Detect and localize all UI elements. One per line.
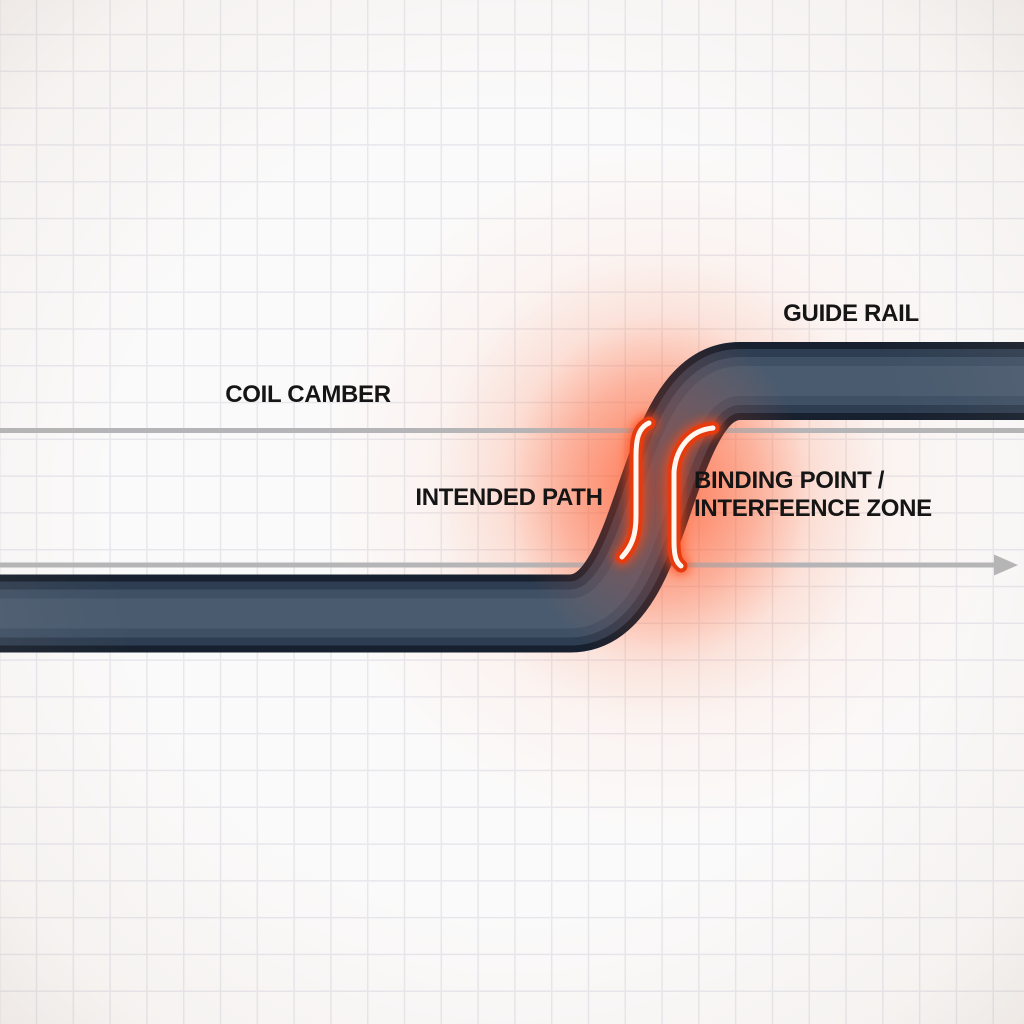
binding-edge-highlight-right xyxy=(665,419,722,575)
binding-point-label-line1: BINDING POINT / xyxy=(694,467,885,494)
guide-rail-label: GUIDE RAIL xyxy=(783,300,919,327)
binding-glow-overlay xyxy=(510,314,810,670)
binding-edge-highlight-left xyxy=(613,414,658,566)
arrow-right-icon xyxy=(994,554,1018,576)
binding-point-label-line2: INTERFEENCE ZONE xyxy=(694,495,932,522)
coil-camber-label: COIL CAMBER xyxy=(225,381,391,408)
intended-path-label: INTENDED PATH xyxy=(415,484,603,511)
binding-point-label: BINDING POINT / INTERFEENCE ZONE xyxy=(694,467,932,523)
